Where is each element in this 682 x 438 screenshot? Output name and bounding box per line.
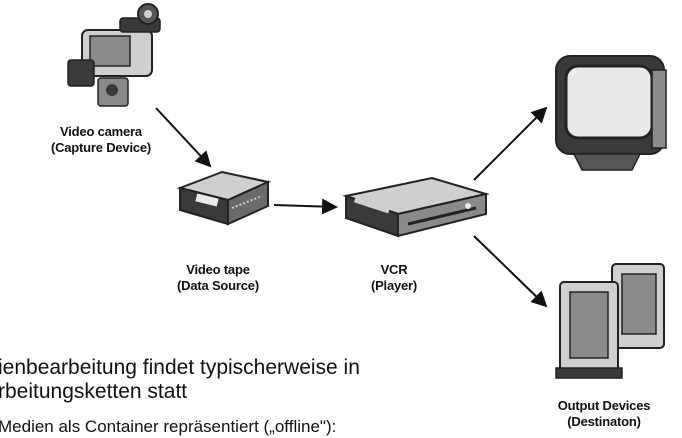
vcr-icon xyxy=(342,176,490,238)
video-camera-icon xyxy=(67,3,161,107)
output-label: Output Devices (Destinaton) xyxy=(530,398,678,430)
text-line-2: rbeitungsketten statt xyxy=(0,380,188,403)
video-tape-icon xyxy=(176,170,272,226)
vcr-name: VCR xyxy=(380,262,408,277)
vcr-role: (Player) xyxy=(370,278,418,293)
arrow-vcr-to-speakers xyxy=(473,235,548,308)
tape-role: (Data Source) xyxy=(177,278,259,293)
output-role: (Destinaton) xyxy=(567,414,641,429)
arrow-tape-to-vcr xyxy=(273,198,338,215)
output-name: Output Devices xyxy=(557,398,651,413)
camera-role: (Capture Device) xyxy=(50,140,152,155)
tape-name: Video tape xyxy=(186,262,250,277)
text-line-3: Medien als Container repräsentiert („off… xyxy=(0,417,337,436)
tape-label: Video tape (Data Source) xyxy=(148,262,288,294)
camera-name: Video camera xyxy=(60,124,142,139)
vcr-label: VCR (Player) xyxy=(344,262,444,294)
arrow-camera-to-tape xyxy=(155,107,212,168)
text-line-1: ienbearbeitung findet typischerweise in xyxy=(0,356,360,379)
arrow-vcr-to-tv xyxy=(473,106,548,181)
camera-label: Video camera (Capture Device) xyxy=(20,124,182,156)
television-icon xyxy=(555,55,667,171)
speakers-icon xyxy=(555,263,665,379)
